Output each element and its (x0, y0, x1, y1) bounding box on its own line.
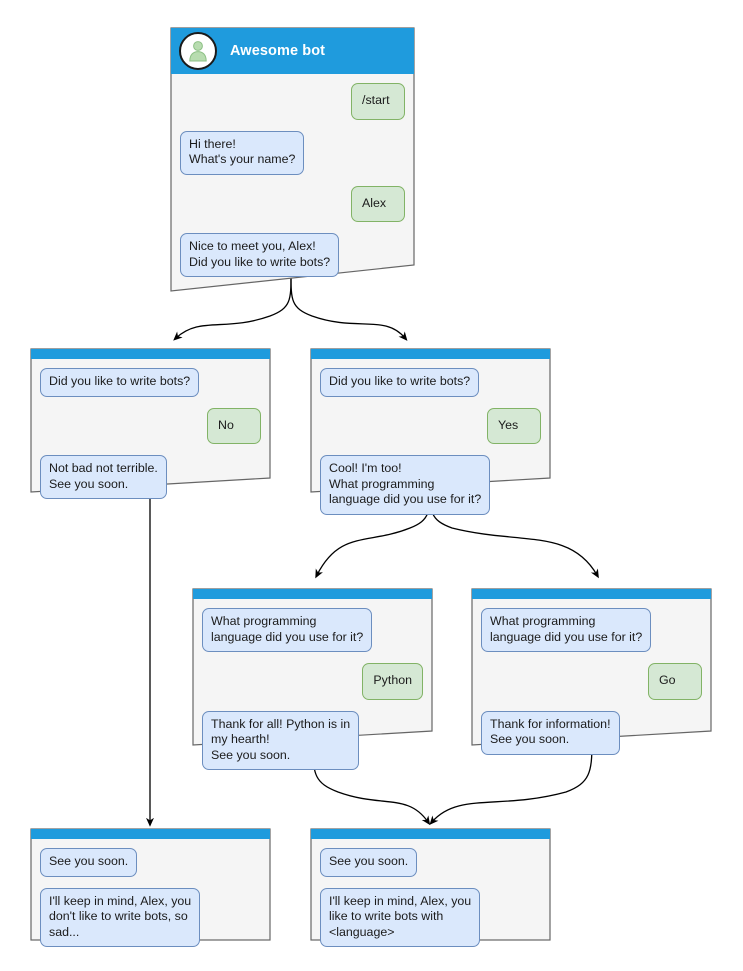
message-row: Did you like to write bots? (40, 368, 261, 397)
node-go-branch-header (472, 589, 711, 599)
user-message-bubble: Go (648, 663, 702, 700)
node-end-sad[interactable]: See you soon. I'll keep in mind, Alex, y… (30, 828, 271, 947)
node-python-branch-chat: What programming language did you use fo… (192, 599, 433, 782)
user-message-bubble: No (207, 407, 261, 444)
node-go-branch[interactable]: What programming language did you use fo… (471, 588, 712, 755)
bot-message-bubble: Did you like to write bots? (40, 368, 200, 397)
message-row: What programming language did you use fo… (202, 608, 423, 652)
message-row: Nice to meet you, Alex! Did you like to … (180, 233, 405, 277)
user-message-bubble: Alex (351, 185, 405, 222)
bot-message-bubble: Thank for information! See you soon. (481, 710, 620, 755)
bot-message-bubble: I'll keep in mind, Alex, you don't like … (40, 887, 201, 947)
node-no-branch-header (31, 349, 270, 359)
message-row: Thank for all! Python is in my hearth! S… (202, 710, 423, 770)
message-row: Cool! I'm too! What programming language… (320, 455, 541, 515)
node-start-chat: /start Hi there! What's your name? Alex … (170, 74, 415, 289)
node-start[interactable]: Awesome bot /start Hi there! What's your… (170, 27, 415, 292)
node-yes-branch-chat: Did you like to write bots? Yes Cool! I'… (310, 359, 551, 527)
bot-message-bubble: Not bad not terrible. See you soon. (40, 455, 167, 499)
node-end-happy-header (311, 829, 550, 839)
message-row: Did you like to write bots? (320, 368, 541, 397)
node-yes-branch[interactable]: Did you like to write bots? Yes Cool! I'… (310, 348, 551, 515)
node-no-branch-chat: Did you like to write bots? No Not bad n… (30, 359, 271, 511)
bot-name-label: Awesome bot (230, 43, 326, 59)
bot-message-bubble: Thank for all! Python is in my hearth! S… (202, 710, 360, 770)
message-row: Thank for information! See you soon. (481, 710, 702, 755)
node-python-branch-header (193, 589, 432, 599)
bot-message-bubble: I'll keep in mind, Alex, you like to wri… (320, 887, 481, 947)
bot-message-bubble: See you soon. (40, 848, 138, 877)
node-end-happy[interactable]: See you soon. I'll keep in mind, Alex, y… (310, 828, 551, 947)
message-row: Not bad not terrible. See you soon. (40, 455, 261, 499)
bot-message-bubble: What programming language did you use fo… (481, 608, 652, 652)
node-yes-branch-header (311, 349, 550, 359)
message-row: /start (180, 83, 405, 120)
node-end-sad-header (31, 829, 270, 839)
user-avatar-icon (179, 32, 217, 70)
node-start-header: Awesome bot (171, 28, 414, 74)
user-message-bubble: Yes (487, 407, 541, 444)
message-row: See you soon. (320, 848, 541, 877)
node-go-branch-chat: What programming language did you use fo… (471, 599, 712, 767)
message-row: I'll keep in mind, Alex, you don't like … (40, 887, 261, 947)
message-row: No (40, 407, 261, 444)
message-row: Python (202, 663, 423, 700)
message-row: Alex (180, 185, 405, 222)
node-python-branch[interactable]: What programming language did you use fo… (192, 588, 433, 770)
node-end-sad-chat: See you soon. I'll keep in mind, Alex, y… (30, 839, 271, 959)
bot-message-bubble: Did you like to write bots? (320, 368, 480, 397)
user-message-bubble: /start (351, 83, 405, 120)
message-row: I'll keep in mind, Alex, you like to wri… (320, 887, 541, 947)
bot-message-bubble: Nice to meet you, Alex! Did you like to … (180, 233, 340, 277)
bot-message-bubble: Cool! I'm too! What programming language… (320, 455, 491, 515)
node-end-happy-chat: See you soon. I'll keep in mind, Alex, y… (310, 839, 551, 959)
message-row: Go (481, 663, 702, 700)
message-row: What programming language did you use fo… (481, 608, 702, 652)
message-row: See you soon. (40, 848, 261, 877)
node-no-branch[interactable]: Did you like to write bots? No Not bad n… (30, 348, 271, 499)
bot-message-bubble: See you soon. (320, 848, 418, 877)
bot-message-bubble: What programming language did you use fo… (202, 608, 373, 652)
message-row: Hi there! What's your name? (180, 130, 405, 175)
user-message-bubble: Python (362, 663, 423, 700)
bot-message-bubble: Hi there! What's your name? (180, 130, 305, 175)
message-row: Yes (320, 407, 541, 444)
